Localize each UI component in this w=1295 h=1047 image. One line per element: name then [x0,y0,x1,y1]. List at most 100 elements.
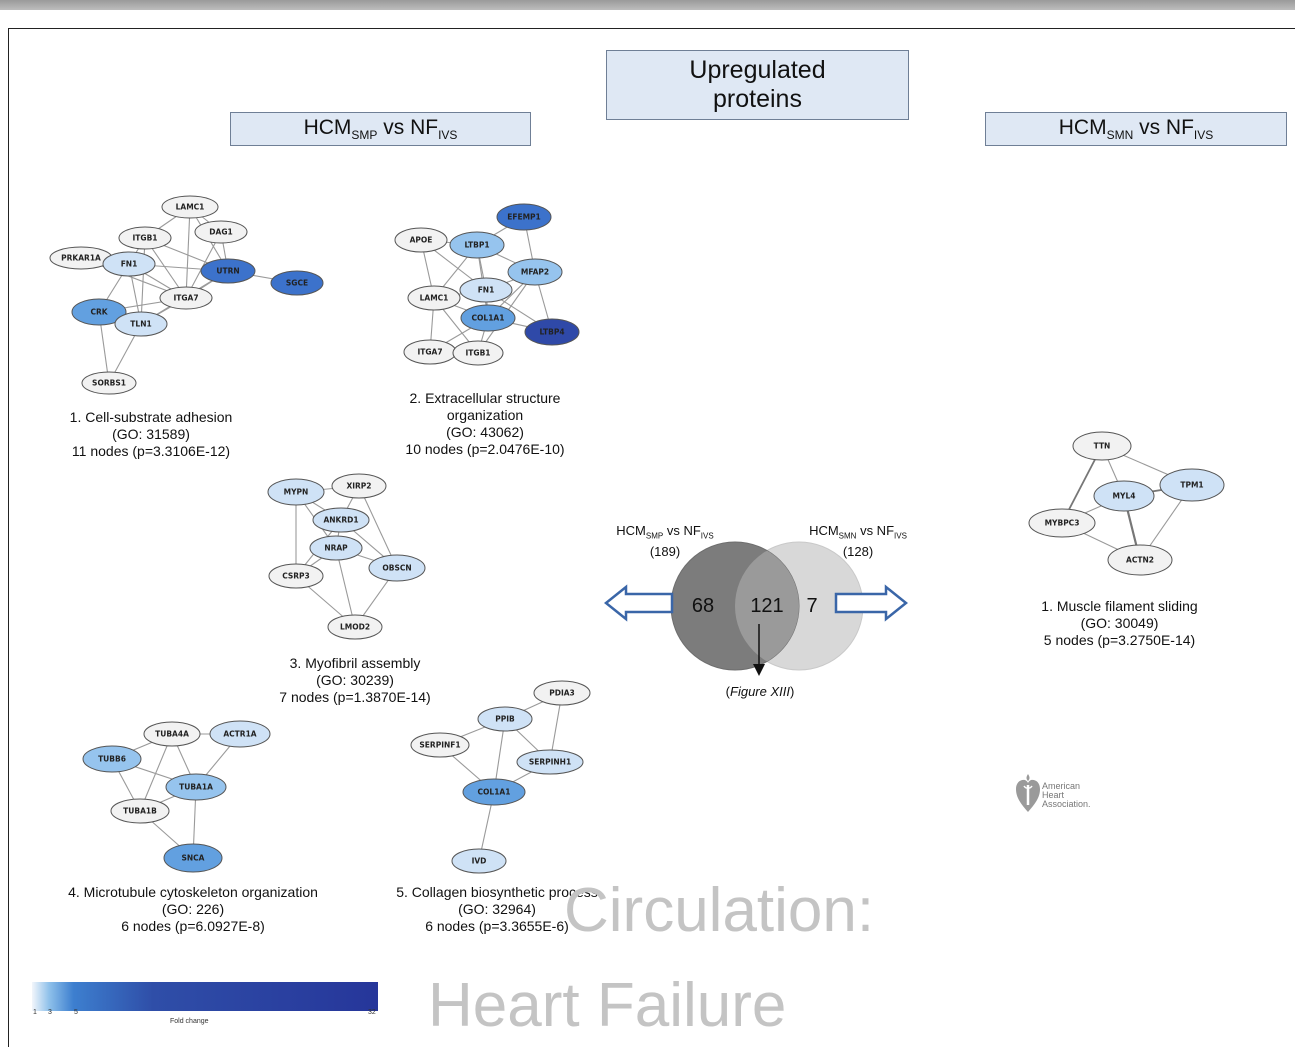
svg-text:ITGA7: ITGA7 [173,294,198,303]
venn-right-only: 7 [806,595,817,617]
svg-text:ITGB1: ITGB1 [466,349,491,358]
aha-line3: Association. [1042,799,1091,809]
svg-text:TUBA1A: TUBA1A [179,783,213,792]
fold-change-scale-bar [32,982,378,1011]
net1-node: SORBS1 [81,371,137,395]
net4-node: ACTR1A [209,720,271,748]
net5-node: PPIB [477,706,533,732]
caption-line: 2. Extracellular structure [409,390,561,406]
right-header-prefix: HCM [1058,116,1107,139]
venn-left-only: 68 [692,595,714,617]
svg-text:UTRN: UTRN [216,267,239,276]
venn-left-prefix: HCM [616,523,646,538]
net5-node: PDIA3 [533,680,591,706]
scale-label: Fold change [170,1018,209,1025]
caption-line: 4. Microtubule cytoskeleton organization [68,884,318,900]
svg-text:OBSCN: OBSCN [382,564,411,573]
caption-net1: 1. Cell-substrate adhesion (GO: 31589) 1… [46,409,256,460]
venn-right-prefix: HCM [809,523,839,538]
net3-node: LMOD2 [327,614,383,640]
net1-node: FN1 [102,251,156,277]
caption-line: organization [446,407,524,423]
left-header-sub: SMP [351,128,378,142]
net1-node: PRKAR1A [49,246,113,270]
net2-node: ITGB1 [452,340,504,366]
svg-text:EFEMP1: EFEMP1 [507,213,541,222]
svg-text:TTN: TTN [1094,442,1111,451]
net4-node: SNCA [163,843,223,873]
svg-text:SNCA: SNCA [182,854,205,863]
svg-text:PPIB: PPIB [495,715,515,724]
right-comparison-header: HCMSMN vs NFIVS [985,112,1287,146]
net1-node: TLN1 [114,311,168,337]
svg-text:MYBPC3: MYBPC3 [1045,519,1080,528]
net5-node: SERPINH1 [516,749,584,775]
svg-text:LAMC1: LAMC1 [176,203,205,212]
svg-text:FN1: FN1 [121,260,138,269]
left-header-sub2: IVS [438,128,458,142]
caption-line: (GO: 30239) [316,672,394,688]
svg-text:NRAP: NRAP [324,544,348,553]
aha-line1: American [1042,781,1081,791]
net5-node: COL1A1 [462,778,526,806]
net1-node: ITGB1 [118,226,172,250]
caption-line: (GO: 31589) [112,426,190,442]
scale-tick: 32 [368,1009,376,1016]
main-title-line2: proteins [713,85,802,113]
venn-right-mid: vs NF [856,523,895,538]
svg-text:MYPN: MYPN [284,488,309,497]
svg-text:LMOD2: LMOD2 [340,623,370,632]
watermark-line1: Circulation: [564,876,875,945]
net2-node: LTBP4 [524,318,580,346]
figure-reference-text: Figure XIII [730,684,790,699]
caption-net5: 5. Collagen biosynthetic process (GO: 32… [378,884,616,935]
svg-text:CRK: CRK [90,308,108,317]
scale-tick: 3 [48,1009,52,1016]
venn-left-sub: SMP [645,531,664,541]
venn-right-title: HCMSMN vs NFIVS (128) [783,523,933,559]
svg-text:SERPINF1: SERPINF1 [419,741,460,750]
top-bar [0,0,1295,10]
net3-node: NRAP [309,535,363,561]
net2-node: COL1A1 [460,304,516,332]
net1-node: CRK [71,298,127,326]
caption-line: 7 nodes (p=1.3870E-14) [279,689,431,705]
svg-text:DAG1: DAG1 [209,228,232,237]
svg-text:SERPINH1: SERPINH1 [529,758,571,767]
watermark-line2: Heart Failure [428,971,787,1040]
svg-text:TLN1: TLN1 [130,320,151,329]
caption-line: 11 nodes (p=3.3106E-12) [71,443,231,459]
svg-text:ITGA7: ITGA7 [417,348,442,357]
figure-reference: (Figure XIII) [725,684,795,699]
scale-tick: 5 [74,1009,78,1016]
svg-text:MYL4: MYL4 [1113,492,1136,501]
svg-text:PDIA3: PDIA3 [549,689,575,698]
svg-text:TUBA4A: TUBA4A [155,730,189,739]
net1-node: ITGA7 [159,286,213,310]
svg-text:XIRP2: XIRP2 [346,482,371,491]
caption-line: 6 nodes (p=3.3655E-6) [425,918,569,934]
svg-text:LTBP1: LTBP1 [464,241,489,250]
svg-text:COL1A1: COL1A1 [478,788,511,797]
caption-line: 5 nodes (p=3.2750E-14) [1043,632,1196,648]
net1-node: LAMC1 [161,195,219,219]
caption-line: (GO: 43062) [446,424,524,440]
aha-logo-text: American Heart Association. [1042,782,1091,809]
svg-text:LAMC1: LAMC1 [420,294,449,303]
caption-line: 1. Cell-substrate adhesion [69,409,233,425]
net6-node: MYBPC3 [1028,508,1096,538]
venn-right-count: (128) [842,543,874,559]
svg-text:LTBP4: LTBP4 [539,328,564,337]
net6-node: TPM1 [1159,468,1225,502]
right-header-sub: SMN [1106,128,1134,142]
main-title-line1: Upregulated [689,56,826,84]
net2-node: APOE [394,227,448,253]
svg-text:SGCE: SGCE [286,279,308,288]
net2-node: EFEMP1 [496,203,552,231]
